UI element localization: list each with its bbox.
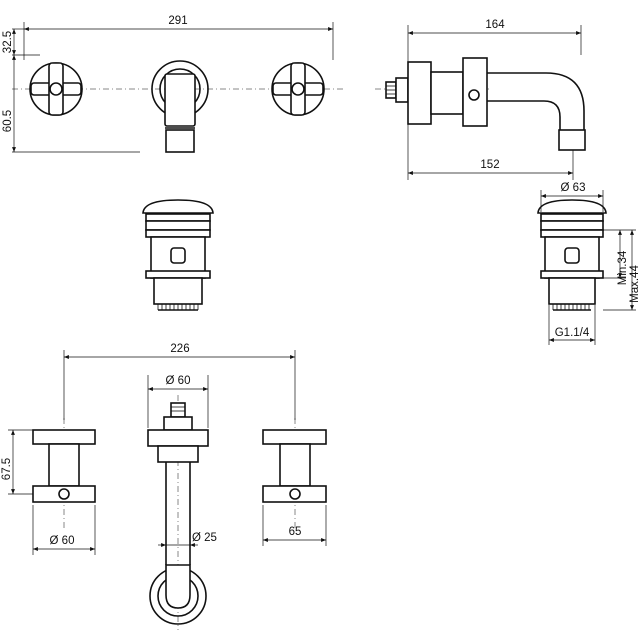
- plan-left-handle: [32, 429, 96, 503]
- dim-front-total-width: 291: [168, 15, 187, 27]
- dim-plan-total-width: 226: [170, 343, 189, 355]
- side-view: 164 152: [375, 19, 586, 180]
- plan-right-handle: [262, 429, 327, 503]
- left-cross-handle: [29, 62, 83, 116]
- dim-waste-min: Min.34: [617, 250, 629, 285]
- plan-view: 226 Ø 60 67.5 Ø 60 Ø 25 65: [1, 343, 327, 630]
- dim-plan-spout-pipe-diameter: Ø 25: [192, 532, 217, 544]
- dim-plan-handle-width: 65: [289, 526, 302, 538]
- plan-spout: [147, 402, 209, 625]
- dim-side-total-length: 164: [485, 19, 505, 31]
- dim-waste-max: Max.44: [629, 265, 641, 303]
- dim-plan-handle-rosette-diameter: Ø 60: [50, 535, 75, 547]
- dim-waste-cap-diameter: Ø 63: [561, 182, 586, 194]
- center-spout-front: [151, 60, 209, 153]
- dim-front-lower-height: 60.5: [2, 110, 14, 132]
- dim-front-top-offset: 32.5: [2, 31, 14, 53]
- waste-valve-right: Ø 63 G1.1/4 Min.34 Max.44: [537, 182, 641, 345]
- side-valve-body: [385, 57, 488, 127]
- waste-valve-left: [142, 199, 214, 311]
- dim-side-spout-length: 152: [480, 159, 499, 171]
- front-view: 291 32.5 60.5: [2, 15, 345, 153]
- dim-plan-spout-rosette-diameter: Ø 60: [166, 375, 191, 387]
- dim-plan-handle-height: 67.5: [1, 458, 13, 480]
- dim-waste-thread: G1.1/4: [555, 327, 590, 339]
- side-spout: [487, 72, 586, 151]
- right-cross-handle: [271, 62, 325, 116]
